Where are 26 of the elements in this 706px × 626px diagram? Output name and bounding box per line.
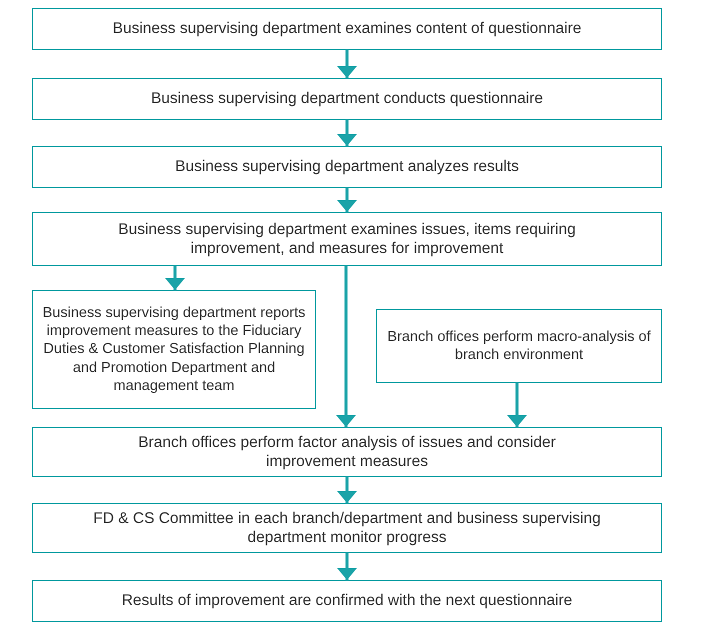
process-box bbox=[32, 427, 662, 477]
process-box bbox=[32, 580, 662, 622]
step-text: Business supervising department analyzes results bbox=[175, 157, 519, 177]
arrow bbox=[165, 266, 185, 290]
arrow bbox=[507, 383, 527, 427]
arrow bbox=[337, 50, 357, 78]
process-box bbox=[32, 78, 662, 120]
step-text: Branch offices perform factor analysis of issues and consider improvement measures bbox=[137, 432, 557, 472]
arrow bbox=[336, 266, 356, 427]
process-box bbox=[32, 503, 662, 553]
step-text: Branch offices perform macro-analysis of branch environment bbox=[386, 328, 652, 364]
step-text: Business supervising department reports improvement measures to the Fiduciary Duties & Customer Satisfaction Planning and Promotion Department and management team bbox=[42, 304, 306, 395]
step-text: Results of improvement are confirmed with the next questionnaire bbox=[122, 591, 572, 611]
process-box bbox=[32, 212, 662, 266]
step-text: Business supervising department conducts questionnaire bbox=[150, 89, 544, 109]
step-text: Business supervising department examines content of questionnaire bbox=[112, 19, 582, 39]
process-box bbox=[32, 146, 662, 188]
arrow bbox=[337, 477, 357, 503]
step-text: FD & CS Committee in each branch/department and business supervising department monitor progress bbox=[93, 508, 601, 548]
process-box bbox=[32, 8, 662, 50]
process-box bbox=[32, 290, 316, 409]
arrow bbox=[337, 120, 357, 146]
step-text: Business supervising department examines issues, items requiring improvement, and measures for improvement bbox=[117, 220, 577, 258]
arrow bbox=[337, 188, 357, 212]
process-box bbox=[376, 309, 662, 383]
arrow bbox=[337, 553, 357, 580]
